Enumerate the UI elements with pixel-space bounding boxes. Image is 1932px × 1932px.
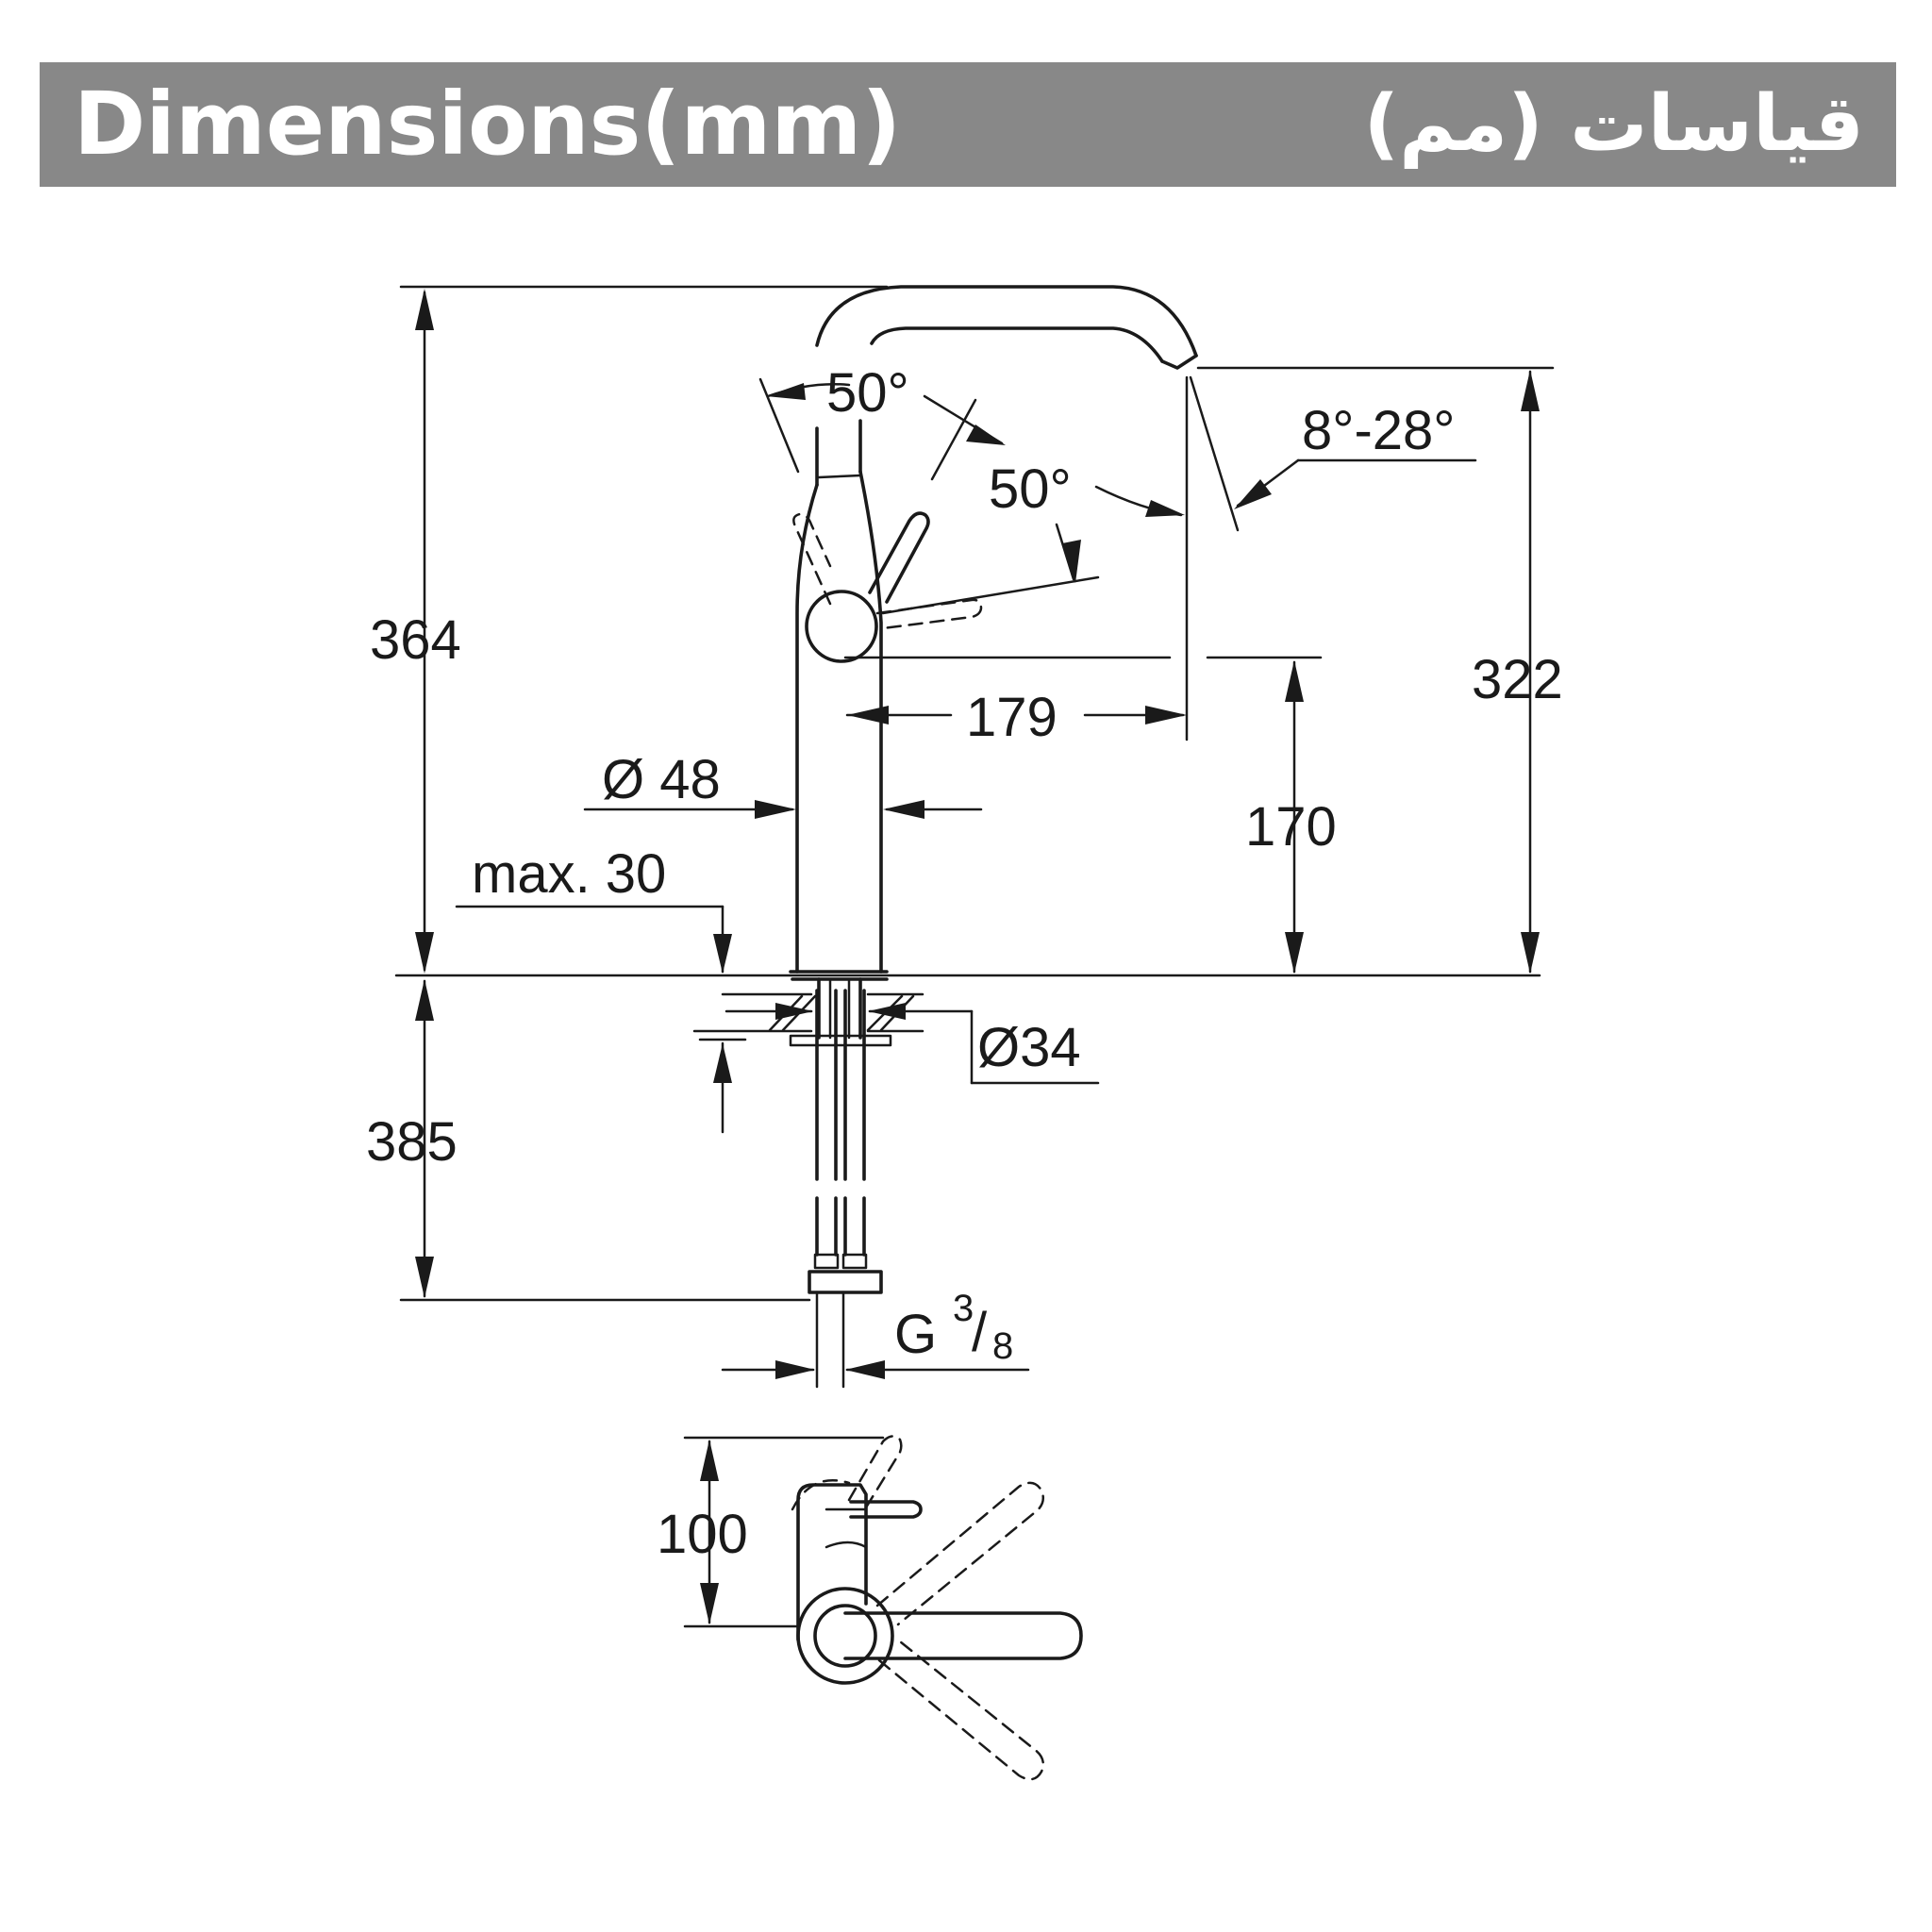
arrow-max30-top xyxy=(713,934,732,974)
title-english: Dimensions(mm) xyxy=(74,74,902,175)
arrow-jet xyxy=(1234,479,1272,509)
label-179: 179 xyxy=(966,687,1058,748)
arrow-50-up-left xyxy=(766,383,806,400)
arrow-364-bottom xyxy=(415,932,434,974)
jet-angle-ref xyxy=(1189,375,1240,532)
hose-nut-l1 xyxy=(813,1253,840,1270)
cartridge-circle xyxy=(805,590,878,663)
label-100: 100 xyxy=(657,1504,748,1565)
arrow-34-left xyxy=(775,1003,813,1020)
dim-spout-reach: 179 xyxy=(845,375,1189,748)
arrow-max30-bottom xyxy=(713,1043,732,1083)
label-48: Ø 48 xyxy=(602,749,721,810)
arrow-100-top xyxy=(700,1440,719,1481)
arrow-50-down xyxy=(1062,540,1081,583)
arrow-50-down-right xyxy=(1145,500,1185,517)
header-bar: Dimensions(mm) قیاسات (مم) xyxy=(40,62,1896,187)
faucet-body xyxy=(789,285,1198,981)
arrow-364-top xyxy=(415,289,434,330)
lever-handle xyxy=(868,511,930,604)
label-jet-angle: 8°-28° xyxy=(1302,400,1455,461)
arrow-170-bottom xyxy=(1285,932,1304,974)
label-50-up: 50° xyxy=(826,362,909,424)
angle-ref-front xyxy=(930,398,977,481)
spout-inner xyxy=(870,326,1164,363)
arrow-322-top xyxy=(1521,370,1540,411)
top-lever-dashed-back xyxy=(847,1435,903,1509)
lever-dashed-back xyxy=(792,512,832,606)
neck-mark xyxy=(817,474,862,479)
lever-positions-dashed xyxy=(792,512,983,630)
body-right xyxy=(858,470,883,974)
arrow-385-bottom xyxy=(415,1257,434,1298)
top-lever-dashed-down xyxy=(877,1640,1044,1781)
top-spout-nub xyxy=(849,1500,923,1519)
top-lever xyxy=(843,1611,1083,1660)
dim-body-diameter: Ø 48 xyxy=(583,749,983,819)
spout-tip xyxy=(1160,354,1198,370)
dim-connection-thread: G 3 / 8 xyxy=(721,1288,1030,1379)
top-lever-dashed-up xyxy=(875,1481,1044,1626)
angle-ref-back xyxy=(758,377,800,474)
body-left xyxy=(795,483,819,974)
arrow-34-right xyxy=(868,1003,906,1020)
label-g-slash: / xyxy=(972,1302,988,1363)
arrow-179-left xyxy=(847,706,889,724)
arrow-50-up-right xyxy=(966,425,1006,445)
label-max30: max. 30 xyxy=(472,843,666,905)
label-g: G xyxy=(894,1304,937,1365)
arrow-179-right xyxy=(1145,706,1187,724)
hose-nut-r1 xyxy=(841,1253,868,1270)
hose-fitting xyxy=(808,1270,883,1294)
lever-dashed-front xyxy=(875,598,983,630)
top-body-details xyxy=(824,1507,868,1549)
arrow-170-top xyxy=(1285,660,1304,702)
spout-outer xyxy=(815,285,1198,358)
dim-total-height: 364 xyxy=(370,285,889,974)
arrow-385-top xyxy=(415,979,434,1021)
dim-shank-diameter: Ø34 xyxy=(724,1003,1100,1085)
dim-jet-angle: 8°-28° xyxy=(1189,375,1477,532)
shank-and-hoses xyxy=(808,977,883,1389)
top-body-outline xyxy=(796,1483,868,1641)
arrow-g-left xyxy=(775,1360,815,1379)
label-g-denominator: 8 xyxy=(992,1325,1013,1367)
label-g-numerator: 3 xyxy=(953,1288,974,1329)
label-34: Ø34 xyxy=(977,1017,1081,1078)
top-body-dashed xyxy=(791,1478,851,1511)
dim-hose-length: 385 xyxy=(366,979,811,1302)
top-handle-ring xyxy=(796,1587,894,1685)
title-persian: قیاسات (مم) xyxy=(1363,79,1864,169)
dim-max-thickness: max. 30 xyxy=(455,843,747,1134)
dim-spout-height: 322 xyxy=(1196,366,1563,974)
arrow-100-bottom xyxy=(700,1583,719,1624)
arrow-322-bottom xyxy=(1521,932,1540,974)
fixing-plate xyxy=(789,1034,892,1047)
label-50-down: 50° xyxy=(989,458,1072,520)
angle-down-ref xyxy=(881,575,1100,615)
label-364: 364 xyxy=(370,609,461,671)
top-handle-inner xyxy=(813,1604,877,1668)
label-385: 385 xyxy=(366,1111,458,1173)
arrow-g-right xyxy=(845,1360,885,1379)
label-170: 170 xyxy=(1245,796,1337,858)
dim-lever-angles: 50° 50° xyxy=(758,362,1185,615)
arrow-48-left xyxy=(755,800,796,819)
label-322: 322 xyxy=(1472,649,1563,710)
dim-body-height: 170 xyxy=(843,656,1337,974)
faucet-top-view: 100 xyxy=(657,1435,1083,1781)
arrow-48-right xyxy=(883,800,924,819)
